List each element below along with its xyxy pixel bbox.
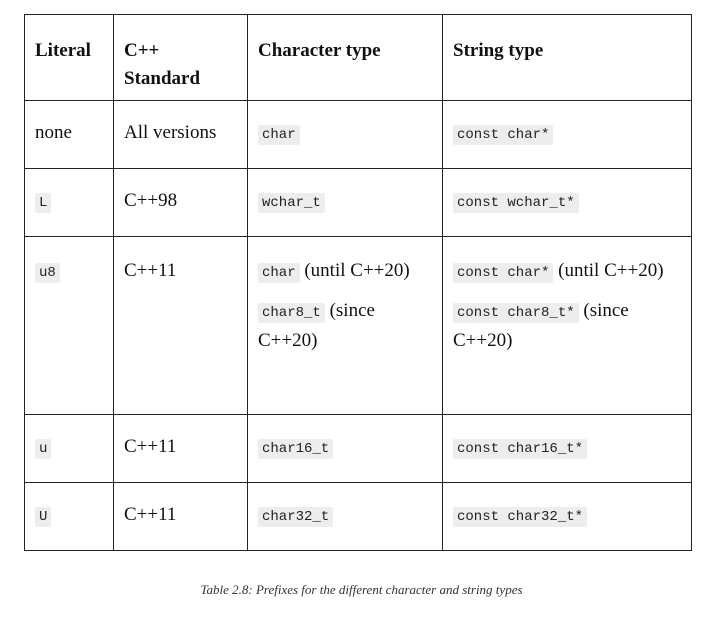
char-type-cell: char (until C++20) char8_t (since C++20) <box>247 236 443 415</box>
standard-cell: All versions <box>113 100 248 169</box>
char-type-cell: char32_t <box>247 482 443 551</box>
code-snippet: L <box>35 193 52 213</box>
code-snippet: char <box>258 263 300 283</box>
char-type-cell: wchar_t <box>247 168 443 237</box>
string-type-cell: const char* <box>442 100 692 169</box>
header-literal: Literal <box>24 14 114 101</box>
code-snippet: u <box>35 439 52 459</box>
standard-cell: C++11 <box>113 414 248 483</box>
code-snippet: const wchar_t* <box>453 193 579 213</box>
code-snippet: const char* <box>453 125 554 145</box>
literal-cell: L <box>24 168 114 237</box>
standard-cell: C++98 <box>113 168 248 237</box>
header-string-type: String type <box>442 14 692 101</box>
code-snippet: const char8_t* <box>453 303 579 323</box>
code-snippet: u8 <box>35 263 60 283</box>
code-snippet: char16_t <box>258 439 334 459</box>
code-snippet: char32_t <box>258 507 334 527</box>
char-type-cell: char16_t <box>247 414 443 483</box>
header-character-type: Character type <box>247 14 443 101</box>
code-snippet: char8_t <box>258 303 325 323</box>
table-row: u C++11 char16_t const char16_t* <box>24 414 692 483</box>
table-caption: Table 2.8: Prefixes for the different ch… <box>200 582 523 597</box>
literal-cell: u8 <box>24 236 114 415</box>
note-text: (until C++20) <box>299 260 410 281</box>
literal-cell: U <box>24 482 114 551</box>
table-row: none All versions char const char* <box>24 100 692 169</box>
note-text: (since C++20) <box>453 300 629 351</box>
code-snippet: const char32_t* <box>453 507 588 527</box>
string-type-cell: const char16_t* <box>442 414 692 483</box>
code-snippet: wchar_t <box>258 193 325 213</box>
code-snippet: const char16_t* <box>453 439 588 459</box>
string-type-cell: const char32_t* <box>442 482 692 551</box>
standard-cell: C++11 <box>113 482 248 551</box>
standard-cell: C++11 <box>113 236 248 415</box>
table-row: U C++11 char32_t const char32_t* <box>24 482 692 551</box>
note-text: (since C++20) <box>258 300 375 351</box>
prefix-table: Literal C++ Standard Character type Stri… <box>24 14 692 551</box>
literal-cell: u <box>24 414 114 483</box>
table-row: L C++98 wchar_t const wchar_t* <box>24 168 692 237</box>
code-snippet: U <box>35 507 52 527</box>
header-cpp-standard: C++ Standard <box>113 14 248 101</box>
note-text: (until C++20) <box>553 260 664 281</box>
string-type-cell: const char* (until C++20) const char8_t*… <box>442 236 692 415</box>
string-type-cell: const wchar_t* <box>442 168 692 237</box>
code-snippet: const char* <box>453 263 554 283</box>
char-type-cell: char <box>247 100 443 169</box>
table-header-row: Literal C++ Standard Character type Stri… <box>24 14 692 101</box>
table-row: u8 C++11 char (until C++20) char8_t (sin… <box>24 236 692 415</box>
literal-cell: none <box>24 100 114 169</box>
code-snippet: char <box>258 125 300 145</box>
